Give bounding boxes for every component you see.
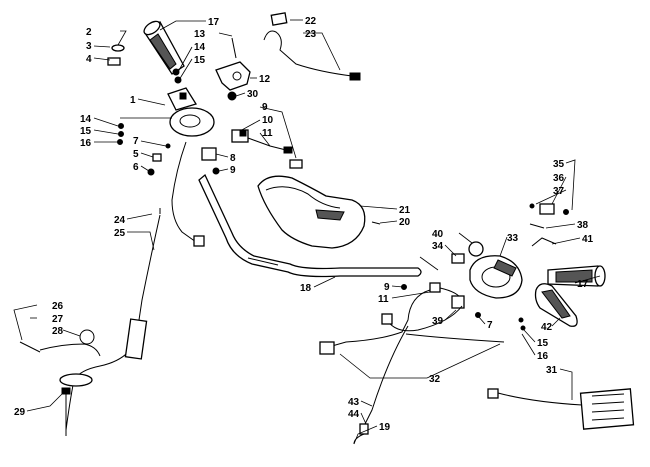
callout-29: 29 bbox=[14, 407, 26, 418]
callout-32: 32 bbox=[429, 374, 441, 385]
callout-15a: 15 bbox=[194, 55, 206, 66]
callout-10: 10 bbox=[262, 115, 274, 126]
callout-12: 12 bbox=[259, 74, 271, 85]
throttle-cable bbox=[19, 214, 161, 436]
callout-11b: 11 bbox=[378, 294, 389, 305]
right-cable-and-heater bbox=[353, 325, 635, 445]
throttle-switch-cable bbox=[263, 12, 361, 81]
callout-41: 41 bbox=[582, 234, 594, 245]
callout-27: 27 bbox=[52, 314, 64, 325]
callout-19: 19 bbox=[379, 422, 391, 433]
callout-36: 36 bbox=[553, 173, 565, 184]
callout-18: 18 bbox=[300, 283, 312, 294]
callout-39: 39 bbox=[432, 316, 444, 327]
lever-bracket bbox=[215, 61, 251, 91]
callout-15c: 15 bbox=[537, 338, 549, 349]
switch-assembly bbox=[231, 129, 303, 169]
callout-2: 2 bbox=[86, 27, 92, 38]
callout-33: 33 bbox=[507, 233, 519, 244]
left-small-hardware bbox=[107, 37, 237, 214]
callout-20: 20 bbox=[399, 217, 411, 228]
callout-6: 6 bbox=[133, 162, 139, 173]
left-cable-harness bbox=[171, 141, 205, 247]
left-grip bbox=[143, 20, 185, 75]
callout-16a: 16 bbox=[80, 138, 92, 149]
callout-35: 35 bbox=[553, 159, 565, 170]
callout-38: 38 bbox=[577, 220, 589, 231]
callout-40: 40 bbox=[432, 229, 444, 240]
callout-3: 3 bbox=[86, 41, 92, 52]
right-wiring-harness bbox=[319, 282, 505, 355]
leader-lines bbox=[13, 19, 601, 445]
callout-1: 1 bbox=[130, 95, 136, 106]
callout-44: 44 bbox=[348, 409, 360, 420]
right-small-hardware bbox=[401, 203, 569, 331]
callout-31: 31 bbox=[546, 365, 558, 376]
callout-9b: 9 bbox=[230, 165, 236, 176]
callout-26: 26 bbox=[52, 301, 64, 312]
handlebar bbox=[198, 173, 422, 278]
callout-15b: 15 bbox=[80, 126, 92, 137]
hand-guard bbox=[257, 175, 381, 249]
callout-28: 28 bbox=[52, 326, 64, 337]
callout-21: 21 bbox=[399, 205, 411, 216]
callout-7a: 7 bbox=[133, 136, 139, 147]
callout-17b: 17 bbox=[577, 279, 589, 290]
callout-24: 24 bbox=[114, 215, 126, 226]
callout-34: 34 bbox=[432, 241, 444, 252]
callout-37: 37 bbox=[553, 186, 565, 197]
right-grip bbox=[547, 265, 606, 287]
right-control-housing bbox=[451, 241, 523, 299]
callout-43: 43 bbox=[348, 397, 360, 408]
throttle-lever bbox=[534, 283, 578, 327]
callout-9c: 9 bbox=[384, 282, 390, 293]
callout-17a: 17 bbox=[208, 17, 220, 28]
callout-22: 22 bbox=[305, 16, 317, 27]
callout-14b: 14 bbox=[80, 114, 92, 125]
callout-30: 30 bbox=[247, 89, 259, 100]
callout-23: 23 bbox=[305, 29, 317, 40]
callout-8: 8 bbox=[230, 153, 236, 164]
callout-11a: 11 bbox=[262, 128, 273, 139]
callouts: 1 2 3 4 5 6 7 7 8 9 9 9 10 11 11 12 13 1… bbox=[14, 16, 594, 433]
callout-5: 5 bbox=[133, 149, 139, 160]
callout-25: 25 bbox=[114, 228, 126, 239]
callout-7b: 7 bbox=[487, 320, 493, 331]
callout-14a: 14 bbox=[194, 42, 206, 53]
callout-9a: 9 bbox=[262, 102, 268, 113]
callout-16b: 16 bbox=[537, 351, 549, 362]
callout-42: 42 bbox=[541, 322, 553, 333]
left-control-housing bbox=[167, 87, 215, 137]
callout-13: 13 bbox=[194, 29, 206, 40]
callout-4: 4 bbox=[86, 54, 92, 65]
